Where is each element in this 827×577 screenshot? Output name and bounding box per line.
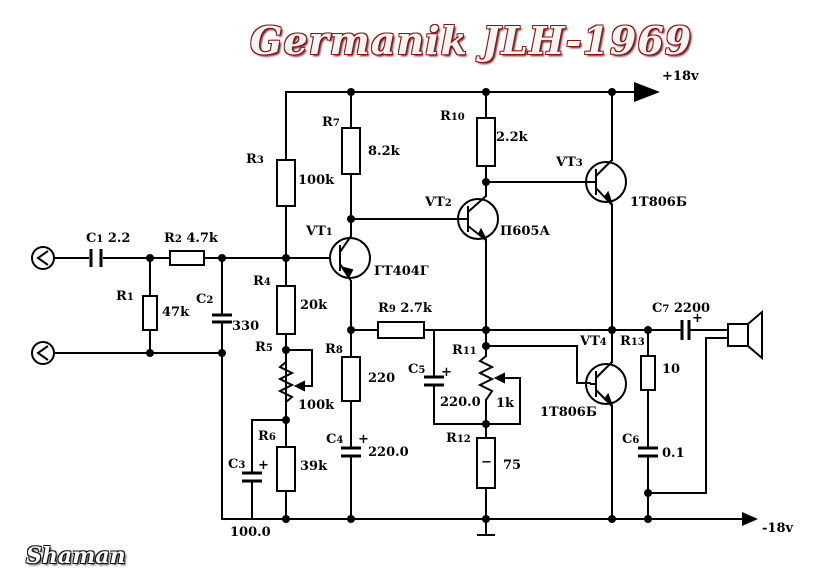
label-r6-value: 39k [300, 459, 328, 474]
label-c6-ref: C6 [622, 432, 640, 447]
potentiometer-r5 [277, 361, 305, 403]
capacitor-c6 [638, 446, 658, 458]
diagram-title: Germanik JLH-1969 [250, 18, 693, 63]
transistor-vt2 [457, 195, 499, 241]
label-c3-ref: C3 [228, 457, 246, 472]
label-c5-ref: C5 [408, 362, 426, 377]
label-r11-ref: R11 [452, 343, 477, 358]
resistor-r12 [476, 437, 496, 489]
resistor-r10 [476, 117, 496, 167]
speaker-icon [727, 309, 763, 361]
input-jack-signal [31, 246, 55, 270]
label-c5-value: 220.0 [440, 395, 481, 410]
capacitor-c5 [424, 375, 444, 387]
label-r10-ref: R10 [440, 109, 465, 124]
resistor-r4 [276, 285, 296, 335]
label-r3-ref: R3 [246, 152, 264, 167]
positive-supply-label: +18v [662, 69, 699, 84]
capacitor-c3 [242, 471, 262, 483]
label-r13-value: 10 [662, 362, 681, 377]
label-r2: R2 4.7k [164, 231, 218, 246]
negative-rail-arrow [742, 512, 758, 526]
resistor-r9 [377, 321, 425, 339]
label-r6-ref: R6 [258, 429, 276, 444]
label-r3-value: 100k [298, 173, 335, 188]
label-r4-ref: R4 [253, 274, 271, 289]
label-c4-value: 220.0 [368, 445, 409, 460]
polarity-plus-c7: + [692, 311, 703, 326]
input-jack-ground [31, 341, 55, 365]
label-vt3-ref: VT3 [556, 155, 583, 170]
label-r7-value: 8.2k [368, 144, 400, 159]
transistor-vt3 [585, 159, 627, 206]
capacitor-c2 [212, 313, 232, 324]
label-r7-ref: R7 [322, 115, 340, 130]
resistor-r8 [341, 356, 361, 402]
label-vt3-type: 1Т806Б [630, 195, 687, 210]
label-r4-value: 20k [300, 298, 328, 313]
label-r8-ref: R8 [325, 342, 343, 357]
label-vt1-type: ГТ404Г [374, 264, 429, 279]
polarity-plus-c3: + [258, 458, 269, 473]
label-r12-value: 75 [503, 458, 522, 473]
label-r12-ref: R12 [446, 431, 471, 446]
capacitor-c1 [89, 249, 103, 267]
label-c6-value: 0.1 [662, 446, 685, 461]
resistor-r2 [169, 250, 205, 266]
polarity-plus-c5: + [441, 365, 452, 380]
potentiometer-r11 [477, 355, 505, 401]
resistor-r1 [142, 295, 158, 331]
label-vt1-ref: VT1 [306, 224, 333, 239]
label-r5-value: 100k [298, 398, 335, 413]
label-r9: R9 2.7k [378, 301, 432, 316]
label-vt2-type: П605А [500, 224, 551, 239]
transistor-vt4 [585, 361, 627, 407]
label-vt4-ref: VT4 [580, 334, 607, 349]
label-vt2-ref: VT2 [425, 195, 452, 210]
author-signature: Shaman [26, 543, 126, 569]
label-c2-value: 330 [232, 319, 260, 334]
resistor-r13 [640, 355, 656, 391]
junction-dots [146, 88, 652, 523]
capacitor-c7 [680, 320, 691, 340]
polarity-minus-r12: − [481, 455, 492, 470]
label-c7: C7 2200 [652, 301, 711, 316]
positive-rail-arrow [634, 82, 660, 102]
label-c3-value: 100.0 [230, 525, 271, 540]
label-c2-ref: C2 [196, 292, 214, 307]
label-r1-ref: R1 [116, 289, 134, 304]
label-c1: C1 2.2 [86, 231, 131, 246]
label-r5-ref: R5 [255, 340, 273, 355]
label-r1-value: 47k [162, 305, 190, 320]
capacitor-c4 [341, 446, 361, 458]
resistor-r7 [341, 127, 361, 175]
label-vt4-type: 1Т806Б [540, 405, 597, 420]
resistor-r6 [276, 446, 296, 492]
resistor-r3 [276, 159, 296, 207]
transistor-vt1 [329, 235, 371, 282]
label-r11-value: 1k [496, 396, 515, 411]
polarity-plus-c4: + [358, 432, 369, 447]
label-r13-ref: R13 [620, 334, 645, 349]
negative-supply-label: -18v [762, 521, 794, 536]
label-r10-value: 2.2k [496, 130, 528, 145]
label-r8-value: 220 [368, 371, 396, 386]
label-c4-ref: C4 [326, 432, 344, 447]
